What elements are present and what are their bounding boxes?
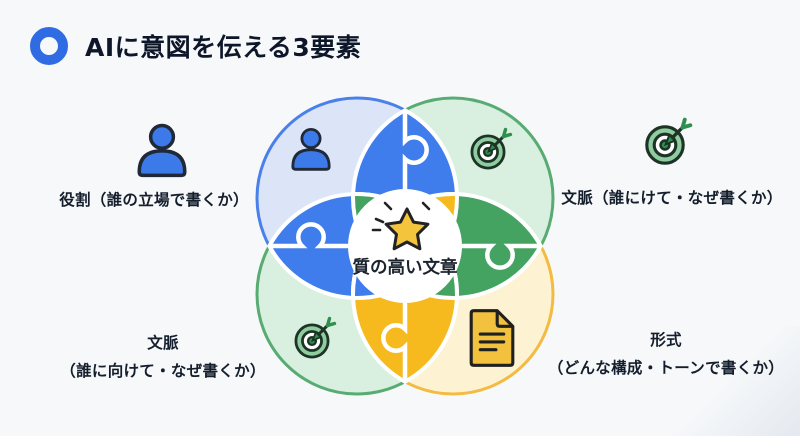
title-bar: AIに意図を伝える3要素 bbox=[30, 27, 361, 65]
context-bottom-title: 文脈 bbox=[147, 334, 179, 352]
context-bottom-subtitle: （誰に向けて・なぜ書くか） bbox=[60, 362, 266, 380]
seam-bottom bbox=[381, 301, 408, 382]
seam-left bbox=[269, 222, 350, 249]
context-right-callout: 文脈（誰にけて・なぜ書くか） bbox=[548, 184, 796, 212]
target-icon bbox=[294, 316, 337, 359]
ring-icon bbox=[30, 27, 68, 65]
center-circle bbox=[348, 189, 462, 303]
page-title: AIに意図を伝える3要素 bbox=[85, 33, 362, 62]
puzzle-seams bbox=[269, 110, 541, 382]
context-bottom-callout: 文脈 （誰に向けて・なぜ書くか） bbox=[48, 329, 278, 385]
person-icon bbox=[137, 123, 187, 178]
format-subtitle: （どんな構成・トーンで書くか） bbox=[547, 359, 785, 377]
seam-top bbox=[402, 110, 429, 192]
context-right-label: 文脈（誰にけて・なぜ書くか） bbox=[561, 189, 783, 207]
star-icon bbox=[371, 201, 431, 251]
center-label: 質の高い文章 bbox=[353, 257, 458, 278]
role-callout: 役割（誰の立場で書くか） bbox=[34, 186, 274, 214]
target-icon bbox=[470, 127, 513, 170]
seam-right bbox=[460, 243, 541, 270]
role-label: 役割（誰の立場で書くか） bbox=[59, 191, 249, 209]
person-icon bbox=[291, 128, 331, 171]
format-callout: 形式 （どんな構成・トーンで書くか） bbox=[538, 326, 794, 382]
format-title: 形式 bbox=[650, 331, 682, 349]
document-icon bbox=[469, 309, 515, 367]
target-icon bbox=[645, 117, 693, 165]
